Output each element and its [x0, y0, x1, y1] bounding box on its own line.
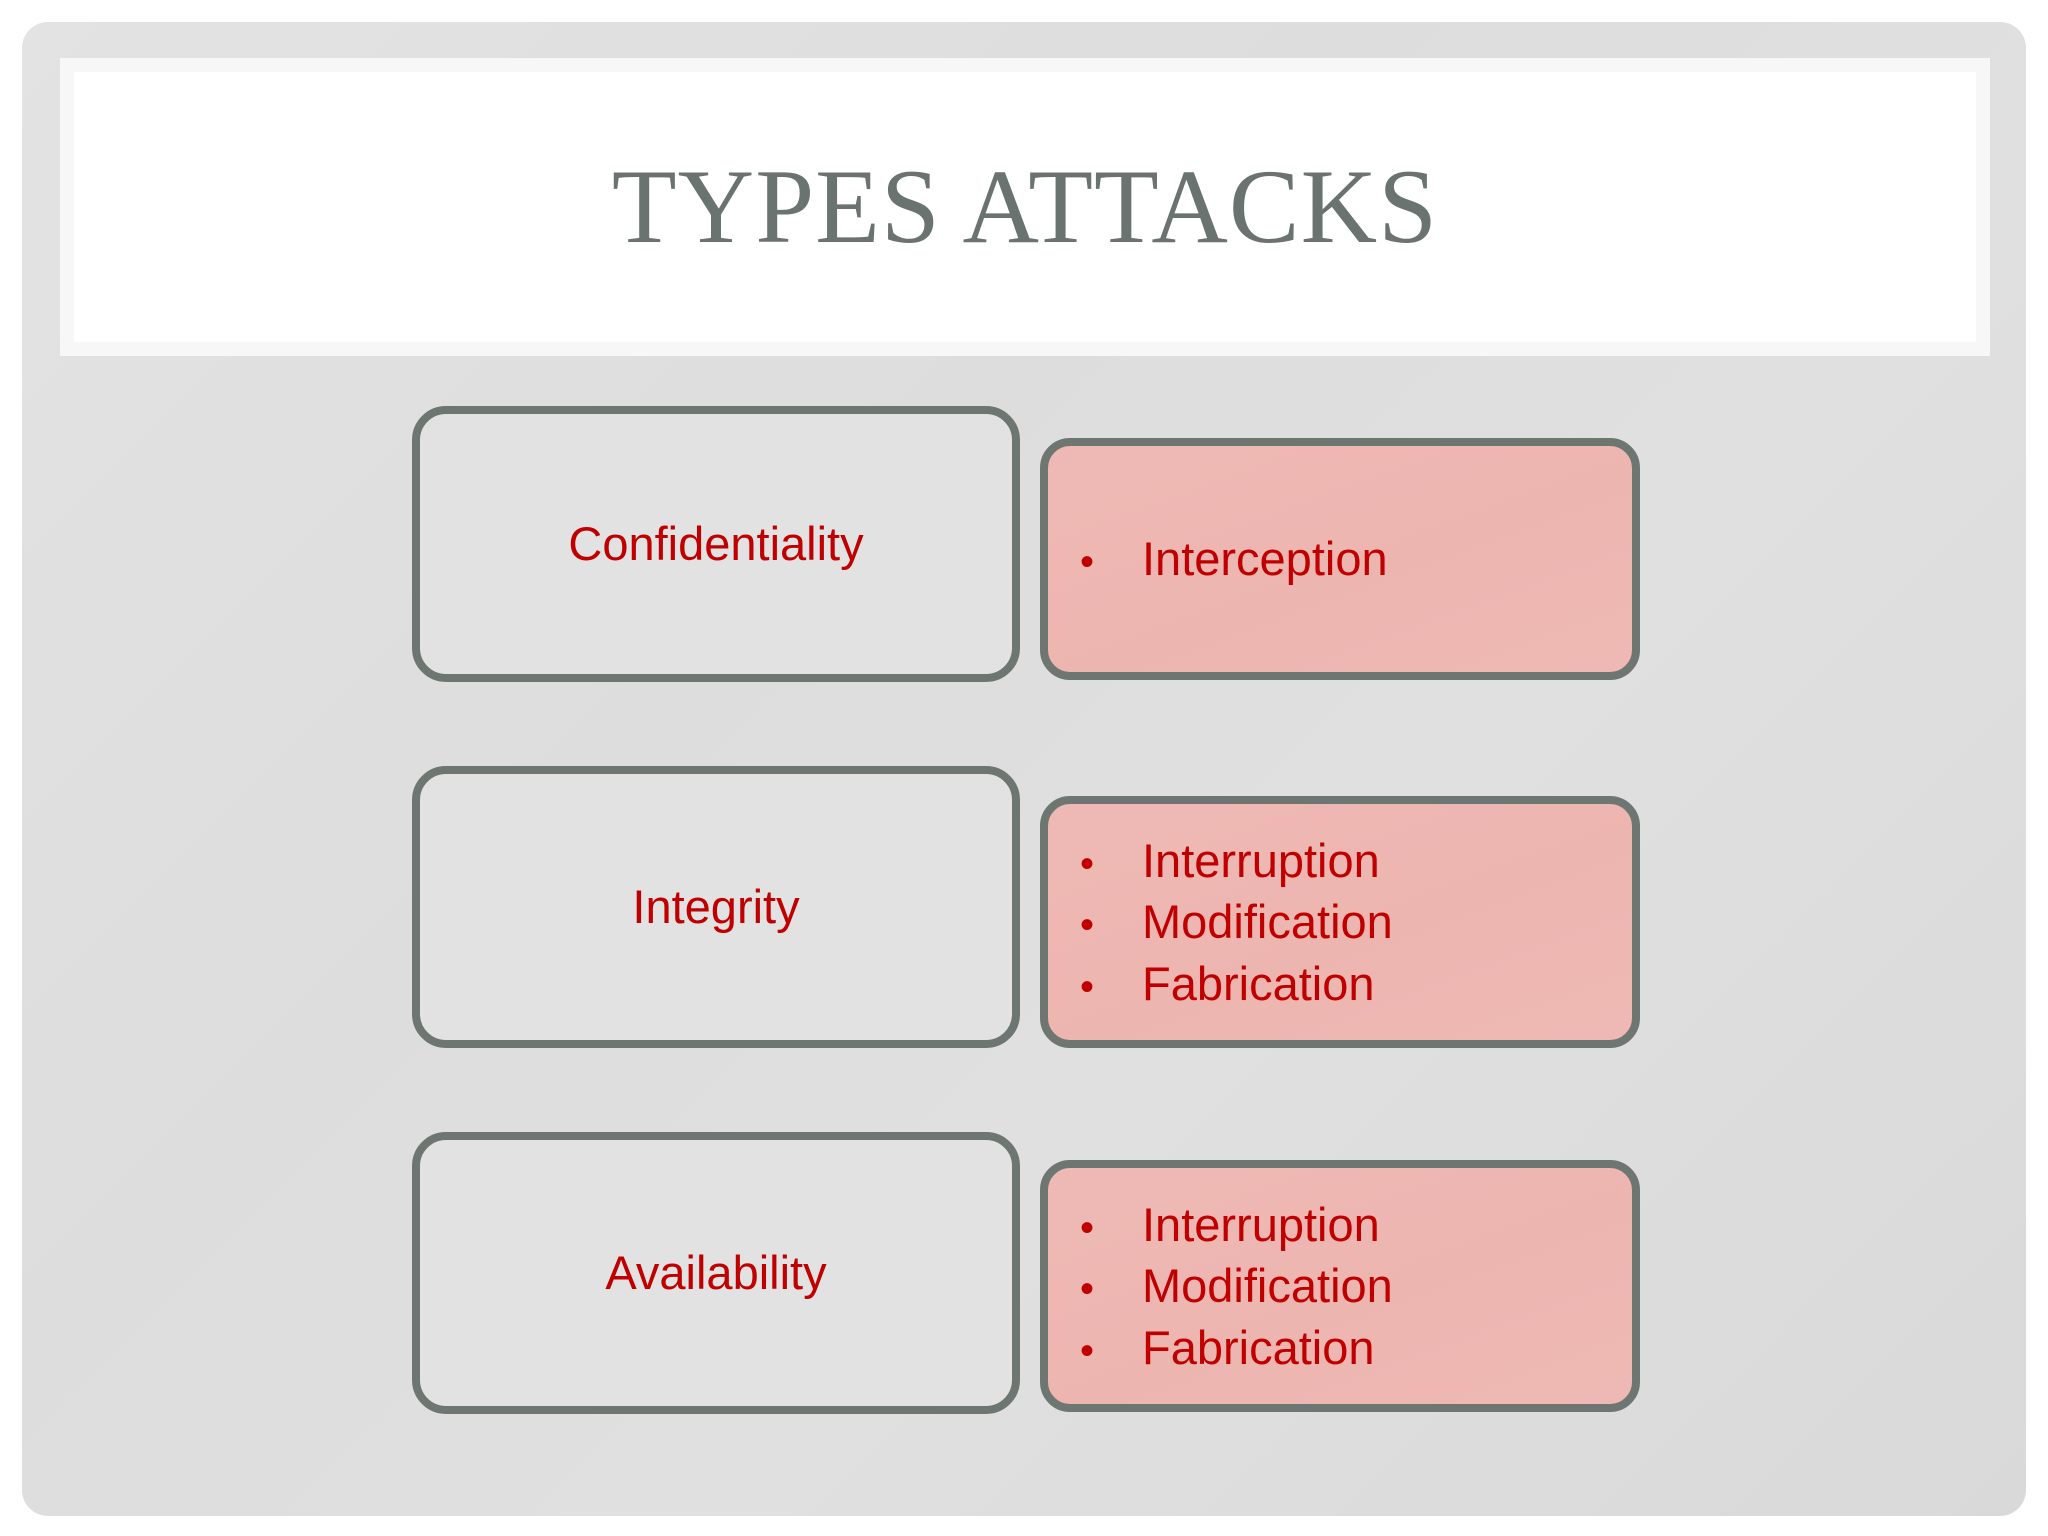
attack-list: • Interruption • Modification • Fabricat…: [1066, 830, 1614, 1014]
list-item: • Fabrication: [1066, 953, 1614, 1014]
bullet-icon: •: [1080, 1328, 1095, 1373]
list-item: • Fabrication: [1066, 1317, 1614, 1378]
title-band-inner: TYPES ATTACKS: [74, 72, 1976, 342]
bullet-icon: •: [1080, 964, 1095, 1009]
diagram-row-confidentiality: Confidentiality • Interception: [22, 382, 2026, 682]
slide-canvas: TYPES ATTACKS Confidentiality • Intercep…: [22, 22, 2026, 1516]
category-label: Availability: [605, 1245, 827, 1299]
attack-list: • Interruption • Modification • Fabricat…: [1066, 1194, 1614, 1378]
category-label: Integrity: [632, 879, 800, 933]
bullet-icon: •: [1080, 841, 1095, 886]
attack-label: Interception: [1142, 532, 1388, 586]
list-item: • Interruption: [1066, 1194, 1614, 1255]
attack-box-integrity[interactable]: • Interruption • Modification • Fabricat…: [1040, 796, 1640, 1048]
title-band: TYPES ATTACKS: [60, 58, 1990, 356]
category-box-availability[interactable]: Availability: [412, 1132, 1020, 1414]
diagram-row-availability: Availability • Interruption • Modificati…: [22, 1114, 2026, 1414]
attack-box-availability[interactable]: • Interruption • Modification • Fabricat…: [1040, 1160, 1640, 1412]
bullet-icon: •: [1080, 903, 1095, 948]
list-item: • Modification: [1066, 891, 1614, 952]
attack-label: Modification: [1142, 1259, 1393, 1313]
category-box-confidentiality[interactable]: Confidentiality: [412, 406, 1020, 682]
attack-label: Modification: [1142, 895, 1393, 949]
attack-box-confidentiality[interactable]: • Interception: [1040, 438, 1640, 680]
list-item: • Modification: [1066, 1255, 1614, 1316]
bullet-icon: •: [1080, 1267, 1095, 1312]
page-title: TYPES ATTACKS: [611, 148, 1439, 266]
diagram-row-integrity: Integrity • Interruption • Modification …: [22, 748, 2026, 1048]
attack-list: • Interception: [1066, 528, 1614, 589]
bullet-icon: •: [1080, 540, 1095, 585]
list-item: • Interception: [1066, 528, 1614, 589]
category-label: Confidentiality: [568, 516, 864, 570]
bullet-icon: •: [1080, 1205, 1095, 1250]
category-box-integrity[interactable]: Integrity: [412, 766, 1020, 1048]
list-item: • Interruption: [1066, 830, 1614, 891]
attack-types-diagram: Confidentiality • Interception Integrity: [22, 382, 2026, 1480]
attack-label: Interruption: [1142, 1197, 1380, 1251]
attack-label: Fabrication: [1142, 956, 1375, 1010]
attack-label: Fabrication: [1142, 1320, 1375, 1374]
attack-label: Interruption: [1142, 833, 1380, 887]
